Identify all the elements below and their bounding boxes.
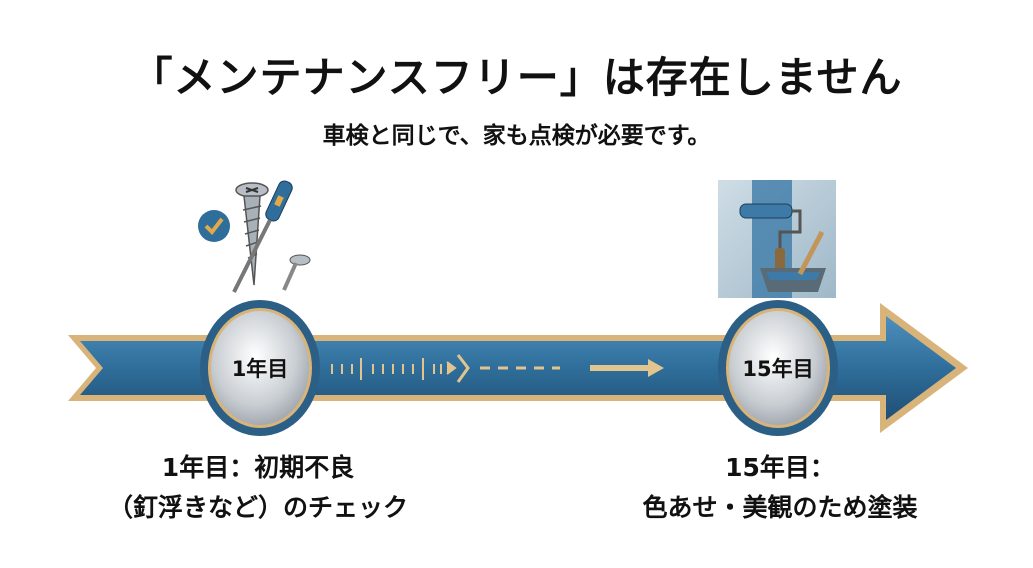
marker-15-year-label: 15年目 <box>742 357 813 381</box>
marker-1-year-label: 1年目 <box>232 357 289 381</box>
page-title: 「メンテナンスフリー」は存在しません <box>130 53 903 102</box>
milestone-1-year: 1年目：初期不良 （釘浮きなど）のチェック <box>88 448 428 528</box>
milestone-15-title: 15年目： <box>725 453 835 482</box>
milestone-15-detail: 色あせ・美観のため塗装 <box>642 493 918 522</box>
milestone-15-year: 15年目： 色あせ・美観のため塗装 <box>600 448 960 528</box>
marker-15-year: 15年目 <box>718 300 838 436</box>
screw-screwdriver-icon <box>198 180 311 293</box>
timeline-ticks <box>331 354 664 383</box>
marker-1-year: 1年目 <box>200 300 320 436</box>
milestone-1-detail: （釘浮きなど）のチェック <box>107 493 408 522</box>
paint-roller-icon <box>718 180 836 298</box>
milestone-1-title: 1年目：初期不良 <box>161 453 355 482</box>
page-subtitle: 車検と同じで、家も点検が必要です。 <box>322 123 711 149</box>
